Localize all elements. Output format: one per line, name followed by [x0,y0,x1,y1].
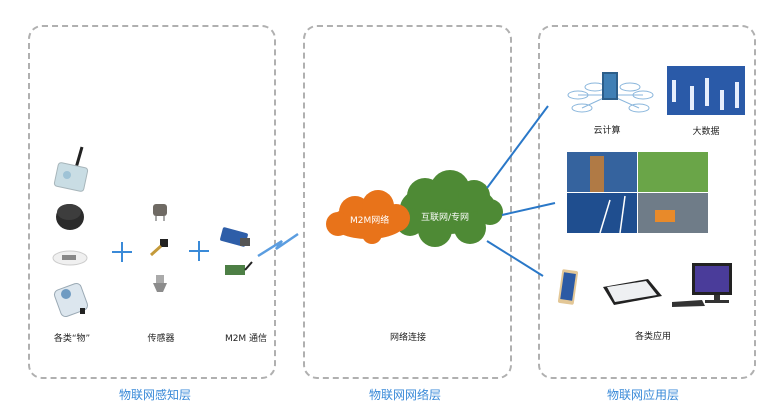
sensors-caption: 传感器 [147,334,175,344]
desktop-computer-icon [672,263,732,307]
wireless-link-icon [257,232,299,258]
link-line-devices [486,240,544,277]
plus-icon-2 [189,241,209,261]
big-data-image [667,66,745,115]
m2m-communication-caption: M2M 通信 [224,334,268,344]
perception-layer-box [28,25,276,379]
application-layer-title: 物联网应用层 [606,388,679,402]
link-line-industry [501,202,556,216]
cloud-computing-icon [567,72,654,113]
industry-collage-image [567,152,708,234]
network-layer-title: 物联网网络层 [368,388,441,402]
network-layer-box [303,25,512,379]
smartphone-icon [557,269,579,305]
applications-caption: 各类应用 [634,332,671,342]
plus-icon-1 [112,242,132,262]
wireless-sensor-device-icon [53,146,89,192]
internet-cloud-label: 互联网/专网 [421,213,470,223]
m2m-cloud-icon [326,190,410,244]
gas-sensor-icon [153,204,167,221]
tire-pressure-sensor-icon [56,204,84,230]
m2m-cloud-label: M2M网络 [350,216,390,226]
pressure-sensor-icon [153,275,167,292]
tablet-icon [603,279,662,305]
application-layer-box [538,25,756,379]
smoke-detector-icon [52,250,88,266]
wireless-module-icon [225,261,253,275]
cloud-computing-caption: 云计算 [593,126,621,136]
serial-module-icon [220,227,250,247]
big-data-caption: 大数据 [692,127,720,137]
network-connection-caption: 网络连接 [389,333,426,343]
link-line-cloud-computing [486,105,549,189]
perception-layer-title: 物联网感知层 [118,388,191,402]
water-meter-icon [53,282,89,318]
things-caption: 各类“物” [53,334,91,344]
temperature-sensor-icon [149,239,168,257]
internet-cloud-icon [396,170,503,247]
